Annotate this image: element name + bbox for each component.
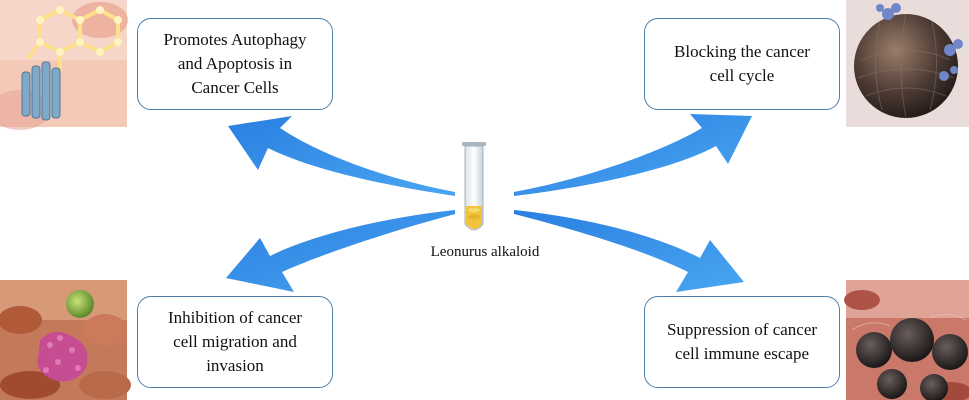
box-line: Promotes Autophagy [163,30,307,49]
effect-box-autophagy-apoptosis: Promotes Autophagy and Apoptosis in Canc… [137,18,333,110]
box-line: cell immune escape [674,344,810,363]
box-line: Suppression of cancer [666,320,818,339]
cancer-cell-sphere-illustration [846,0,969,127]
arrow-to-bottom-left [226,210,455,292]
effect-box-migration-invasion: Inhibition of cancer cell migration and … [137,296,333,388]
migrating-cancer-cells-illustration [0,280,131,400]
box-line: Cancer Cells [191,78,279,97]
arrow-to-bottom-right [514,210,744,292]
effect-box-cell-cycle: Blocking the cancer cell cycle [644,18,840,110]
box-line: Inhibition of cancer [167,308,303,327]
box-line: Blocking the cancer [674,42,810,61]
arrow-to-top-right [514,114,752,196]
box-line: cell cycle [709,66,775,85]
molecule-structure-illustration [0,0,128,130]
box-line: cell migration and [173,332,297,351]
center-compound-label: Leonurus alkaloid [430,244,540,260]
arrow-to-top-left [228,116,455,196]
test-tube-icon [462,142,486,231]
effect-box-immune-escape: Suppression of cancer cell immune escape [644,296,840,388]
box-line: and Apoptosis in [177,54,293,73]
immune-escape-cells-illustration [844,280,969,400]
box-line: invasion [206,356,264,375]
